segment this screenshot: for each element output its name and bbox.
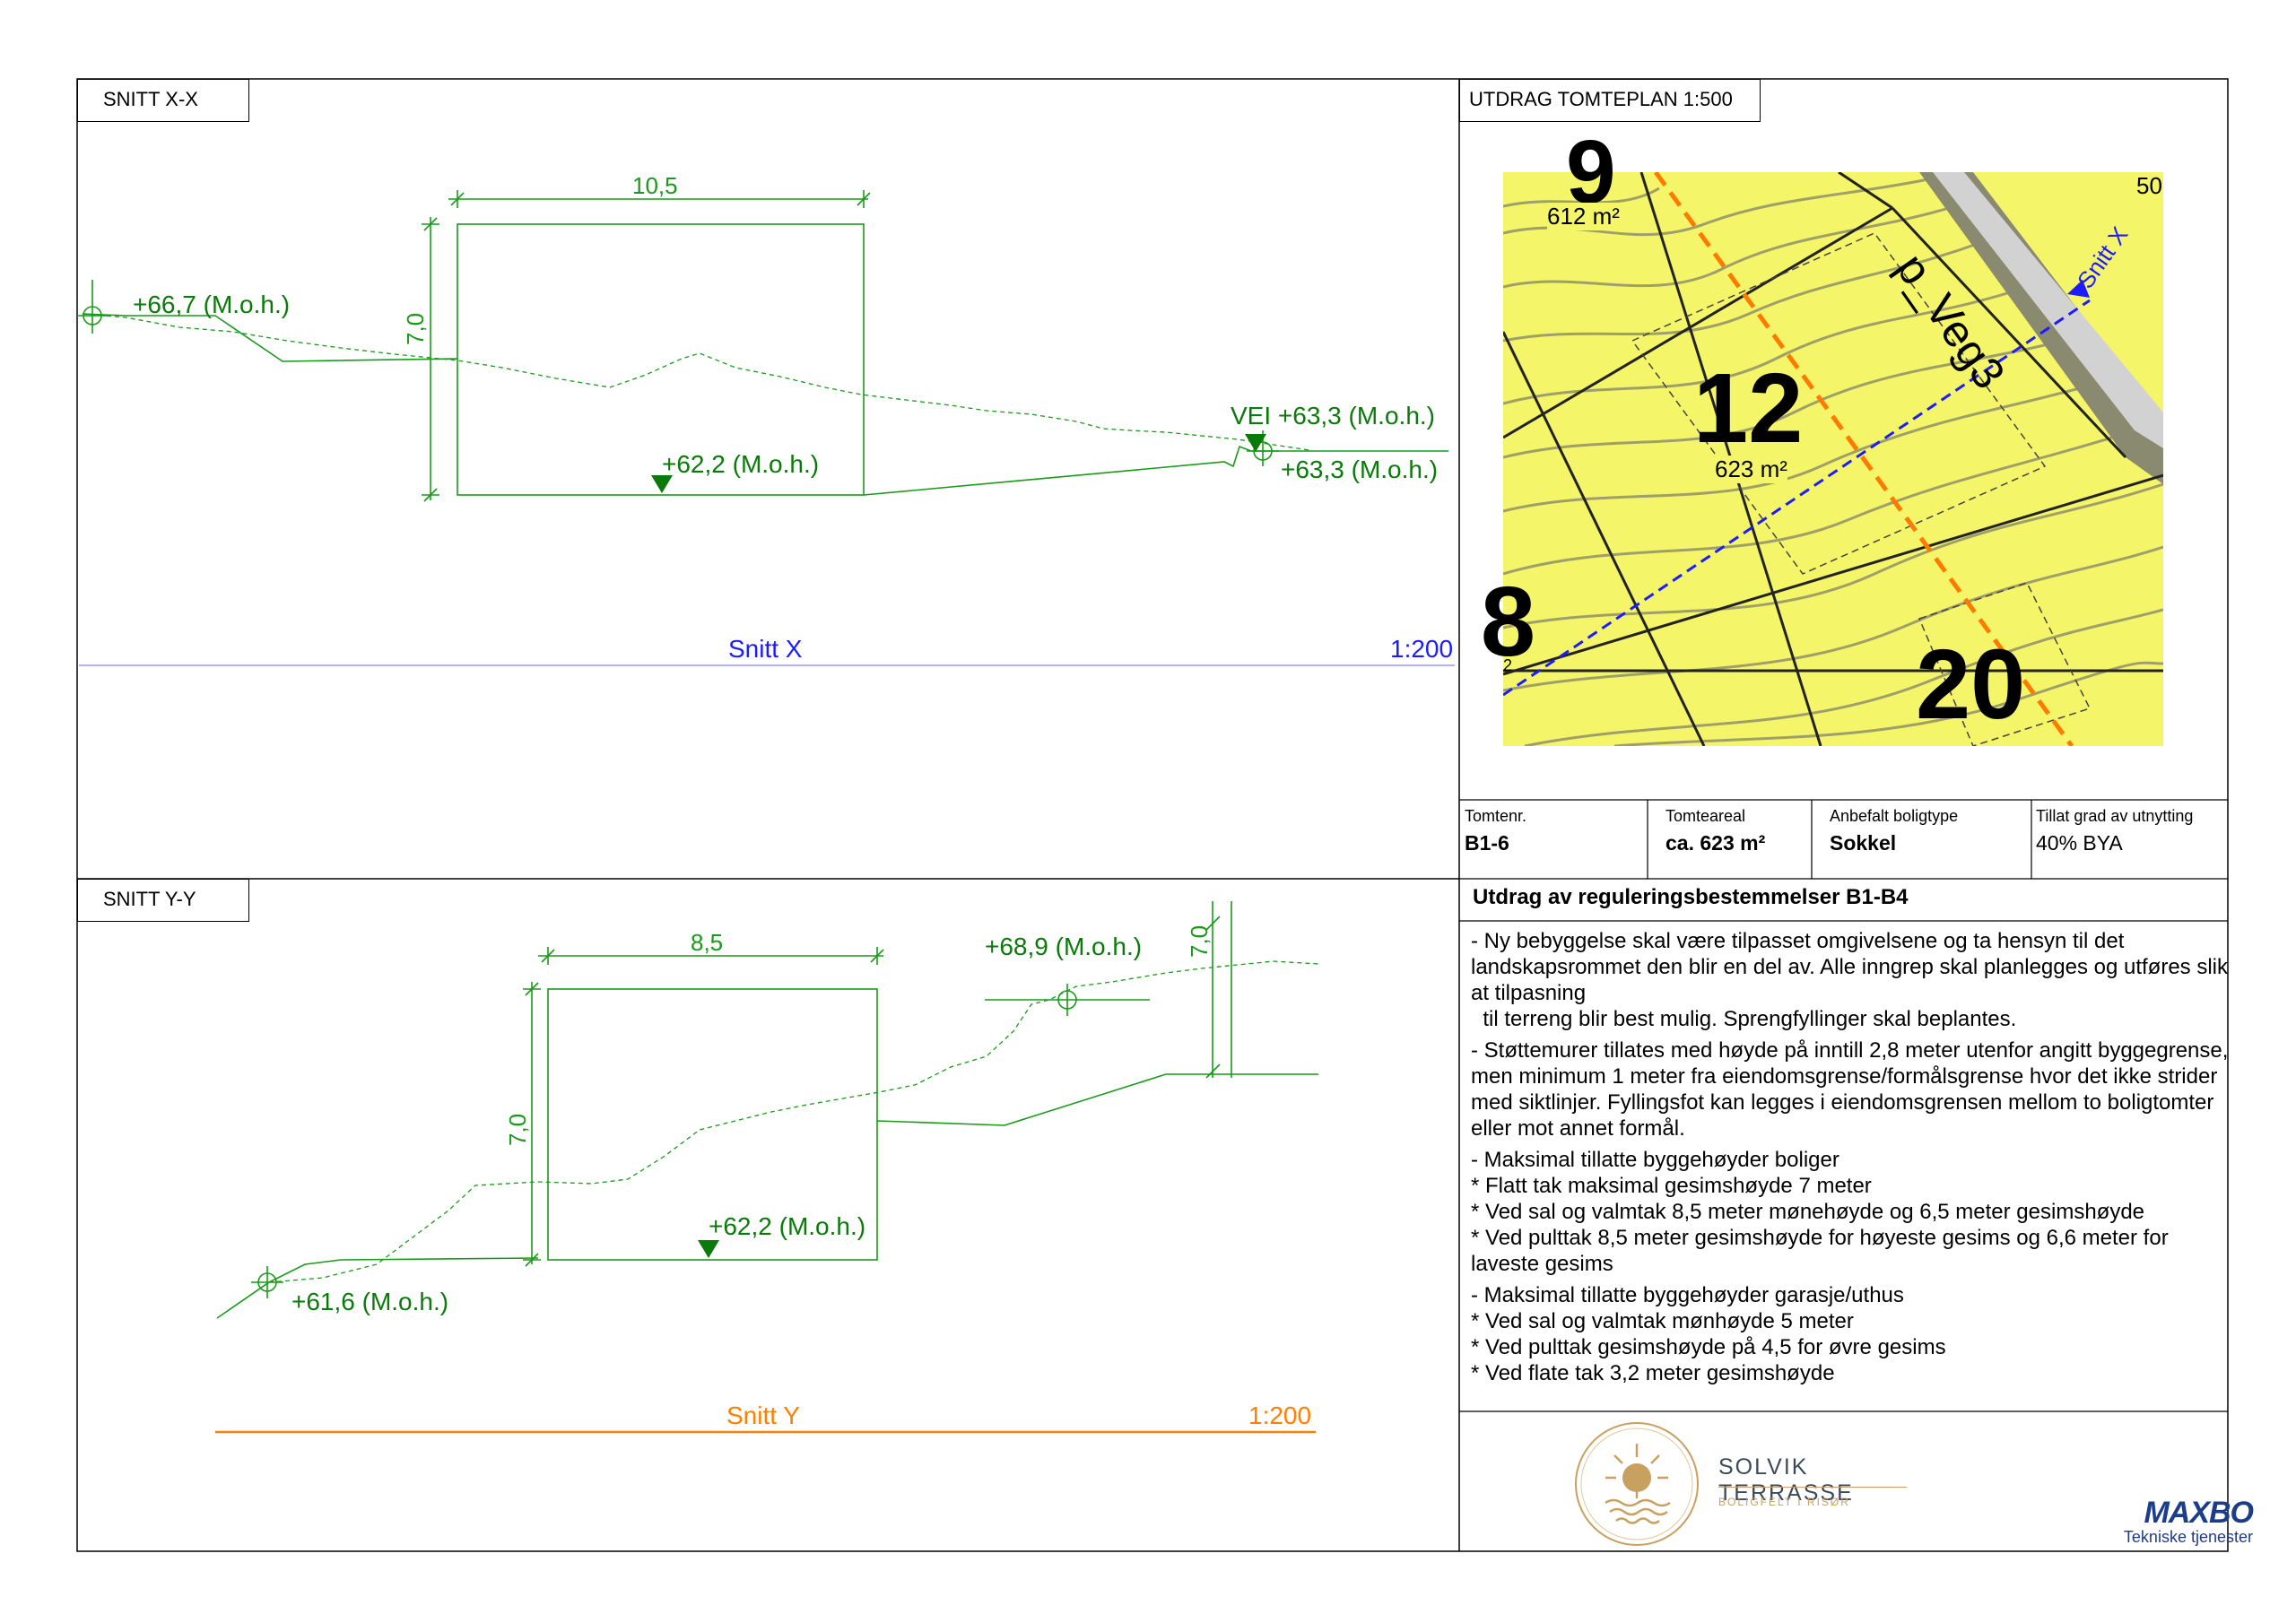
regulations-title: Utdrag av reguleringsbestemmelser B1-B4 <box>1473 885 1909 909</box>
value-utnytting: 40% BYA <box>2036 831 2123 855</box>
dim-height-y-right: 7,0 <box>1186 924 1213 958</box>
building-outline-y <box>547 988 878 1261</box>
value-boligtype: Sokkel <box>1830 831 1897 855</box>
regulation-paragraph: - Maksimal tillatte byggehøyder boliger … <box>1471 1148 2169 1276</box>
neighbor-number-top: 9 <box>1566 122 1616 222</box>
neighbor-area: 612 m² <box>1547 203 1620 230</box>
section-x-title: SNITT X-X <box>77 79 249 122</box>
level-top-y: +68,9 (M.o.h.) <box>985 933 1143 960</box>
level-left-x: +66,7 (M.o.h.) <box>133 291 291 318</box>
left-edge-text: 2 <box>1503 656 1513 674</box>
value-tomteareal: ca. 623 m² <box>1665 831 1766 855</box>
regulation-paragraph: - Ny bebyggelse skal være tilpasset omgi… <box>1471 929 2229 1031</box>
plot-area: 623 m² <box>1715 456 1787 483</box>
sun-emblem-icon <box>1575 1422 1699 1546</box>
level-marker-floor-y <box>698 1240 719 1258</box>
level-marker-road-x <box>1245 434 1266 452</box>
solvik-logo: SOLVIK TERRASSE BOLIGFELT I RISØR <box>1570 1417 1910 1560</box>
header-tomtenr: Tomtenr. <box>1465 807 1527 825</box>
regulation-paragraph: - Maksimal tillatte byggehøyder garasje/… <box>1471 1283 1946 1385</box>
value-tomtenr: B1-6 <box>1465 831 1509 855</box>
neighbor-number-bottom: 20 <box>1916 629 2026 740</box>
section-x-drawing <box>77 190 1448 502</box>
level-marker-floor-x <box>651 475 673 493</box>
dim-height-y: 7,0 <box>504 1113 531 1146</box>
level-left-y: +61,6 (M.o.h.) <box>291 1288 449 1315</box>
header-boligtype: Anbefalt boligtype <box>1830 807 1959 825</box>
plot-number: 12 <box>1693 353 1804 464</box>
header-tomteareal: Tomteareal <box>1665 807 1746 825</box>
section-y-drawing <box>216 901 1319 1319</box>
dim-width-x: 10,5 <box>632 172 678 199</box>
dim-height-x: 7,0 <box>402 312 429 345</box>
snitt-y-label: Snitt Y <box>726 1402 800 1429</box>
dim-width-y: 8,5 <box>691 929 724 956</box>
maxbo-logo: MAXBO Tekniske tjenester <box>2123 1496 2254 1546</box>
project-name: SOLVIK TERRASSE <box>1718 1454 1854 1506</box>
building-outline-x <box>457 223 865 496</box>
scale-y: 1:200 <box>1248 1402 1312 1429</box>
level-road-x: VEI +63,3 (M.o.h.) <box>1231 402 1435 430</box>
level-floor-x: +62,2 (M.o.h.) <box>662 450 820 478</box>
site-plan-map <box>1503 172 2163 746</box>
level-floor-y: +62,2 (M.o.h.) <box>709 1212 866 1240</box>
snitt-x-label: Snitt X <box>728 635 803 663</box>
header-utnytting: Tillat grad av utnytting <box>2036 807 2194 825</box>
maxbo-wordmark: MAXBO <box>2144 1496 2254 1530</box>
level-road2-x: +63,3 (M.o.h.) <box>1281 456 1439 483</box>
regulation-paragraph: - Støttemurer tillates med høyde på innt… <box>1471 1038 2229 1141</box>
regulations-text: - Ny bebyggelse skal være tilpasset omgi… <box>1471 928 2233 1392</box>
maxbo-subtitle: Tekniske tjenester <box>2123 1528 2253 1546</box>
neighbor-number-left: 8 <box>1480 567 1535 664</box>
logo-divider <box>1718 1487 1907 1488</box>
scale-x: 1:200 <box>1390 635 1454 663</box>
section-y-title: SNITT Y-Y <box>77 879 249 922</box>
project-sub: BOLIGFELT I RISØR <box>1718 1496 1850 1508</box>
corner-text: 50 <box>2136 172 2162 199</box>
site-plan-title: UTDRAG TOMTEPLAN 1:500 <box>1459 79 1761 122</box>
